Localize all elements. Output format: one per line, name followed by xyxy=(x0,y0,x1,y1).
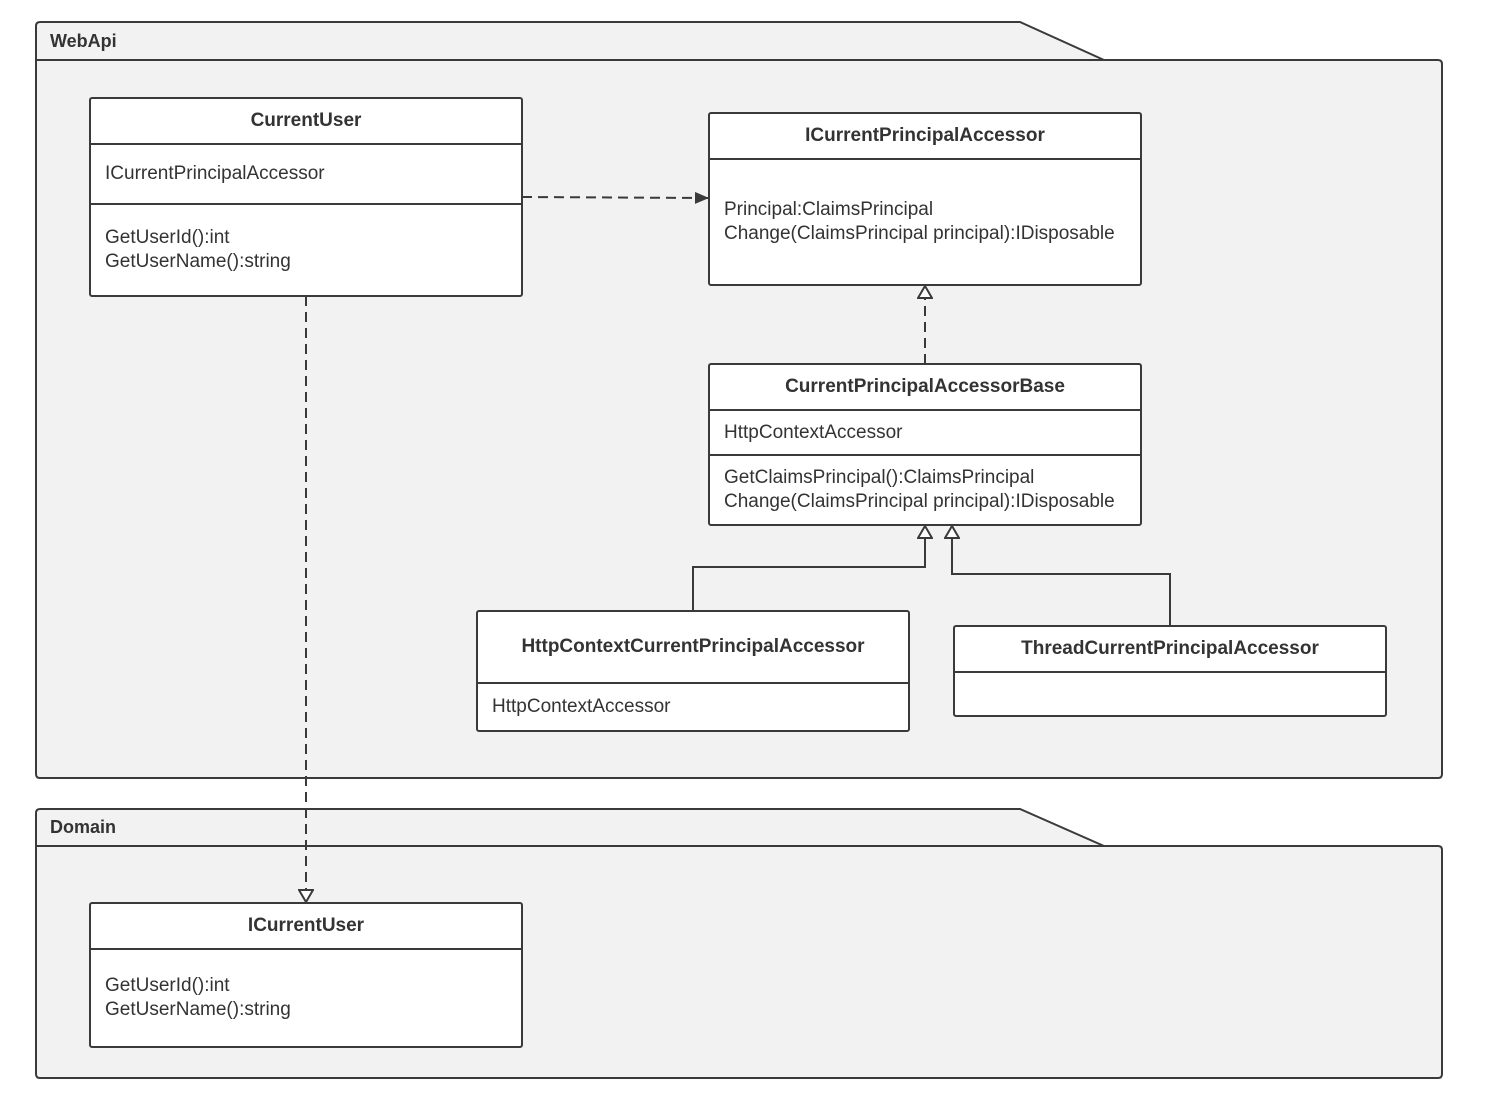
class-methods: GetUserId():int GetUserName():string xyxy=(91,950,521,1046)
class-icurrentprincipalaccessor[interactable]: ICurrentPrincipalAccessor Principal:Clai… xyxy=(708,112,1142,286)
method-text: Principal:ClaimsPrincipal xyxy=(724,199,934,220)
class-threadcurrentprincipalaccessor[interactable]: ThreadCurrentPrincipalAccessor xyxy=(953,625,1387,717)
class-attributes: HttpContextAccessor xyxy=(478,684,908,730)
webapi-package-label: WebApi xyxy=(50,31,117,51)
generalization-thread-to-base xyxy=(952,526,1171,626)
method-text: Change(ClaimsPrincipal principal):IDispo… xyxy=(724,223,1115,244)
class-title: ThreadCurrentPrincipalAccessor xyxy=(955,627,1385,673)
class-methods: GetUserId():int GetUserName():string xyxy=(91,205,521,295)
method-text: Change(ClaimsPrincipal principal):IDispo… xyxy=(724,491,1115,512)
attribute-text: HttpContextAccessor xyxy=(492,696,671,717)
method-text: GetUserId():int xyxy=(105,227,230,248)
class-title: CurrentPrincipalAccessorBase xyxy=(710,365,1140,411)
method-text: GetClaimsPrincipal():ClaimsPrincipal xyxy=(724,467,1035,488)
method-text: GetUserId():int xyxy=(105,975,230,996)
class-title: HttpContextCurrentPrincipalAccessor xyxy=(478,612,908,684)
class-title: CurrentUser xyxy=(91,99,521,145)
attribute-text: ICurrentPrincipalAccessor xyxy=(105,163,325,184)
class-attributes: ICurrentPrincipalAccessor xyxy=(91,145,521,205)
method-text: GetUserName():string xyxy=(105,251,291,272)
class-title: ICurrentUser xyxy=(91,904,521,950)
class-icurrentuser[interactable]: ICurrentUser GetUserId():int GetUserName… xyxy=(89,902,523,1048)
class-currentprincipalaccessorbase[interactable]: CurrentPrincipalAccessorBase HttpContext… xyxy=(708,363,1142,526)
class-attributes xyxy=(955,673,1385,715)
class-attributes: HttpContextAccessor xyxy=(710,411,1140,456)
domain-package-label: Domain xyxy=(50,817,117,837)
class-currentuser[interactable]: CurrentUser ICurrentPrincipalAccessor Ge… xyxy=(89,97,523,297)
class-methods: GetClaimsPrincipal():ClaimsPrincipal Cha… xyxy=(710,456,1140,524)
method-text: GetUserName():string xyxy=(105,999,291,1020)
class-title: ICurrentPrincipalAccessor xyxy=(710,114,1140,160)
attribute-text: HttpContextAccessor xyxy=(724,421,903,443)
class-httpcontextcurrentprincipalaccessor[interactable]: HttpContextCurrentPrincipalAccessor Http… xyxy=(476,610,910,732)
generalization-httpcontext-to-base xyxy=(692,526,925,610)
class-methods: Principal:ClaimsPrincipal Change(ClaimsP… xyxy=(710,160,1140,284)
